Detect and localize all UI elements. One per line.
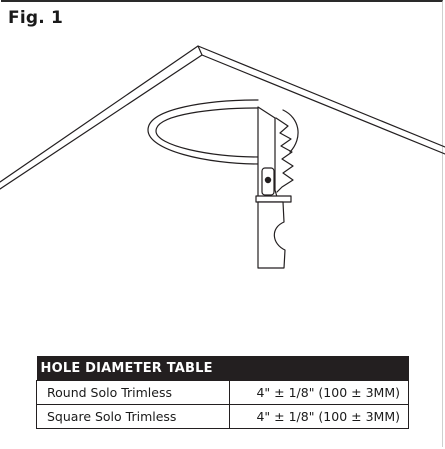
table-row: Square Solo Trimless 4" ± 1/8" (100 ± 3M…	[36, 404, 409, 429]
ceiling-outline	[0, 45, 445, 190]
table-header-row: HOLE DIAMETER TABLE	[36, 356, 409, 381]
figure-label: Fig. 1	[8, 8, 64, 28]
hole-diameter-table: HOLE DIAMETER TABLE Round Solo Trimless …	[36, 356, 409, 429]
table-row: Round Solo Trimless 4" ± 1/8" (100 ± 3MM…	[36, 380, 409, 405]
drywall-saw-handle	[255, 167, 292, 269]
trim-type-cell: Round Solo Trimless	[36, 380, 230, 405]
hole-diameter-cell: 4" ± 1/8" (100 ± 3MM)	[229, 380, 409, 405]
table-title: HOLE DIAMETER TABLE	[36, 356, 409, 381]
ceiling-hole	[147, 99, 299, 165]
trim-type-cell: Square Solo Trimless	[36, 404, 230, 429]
hole-diameter-cell: 4" ± 1/8" (100 ± 3MM)	[229, 404, 409, 429]
